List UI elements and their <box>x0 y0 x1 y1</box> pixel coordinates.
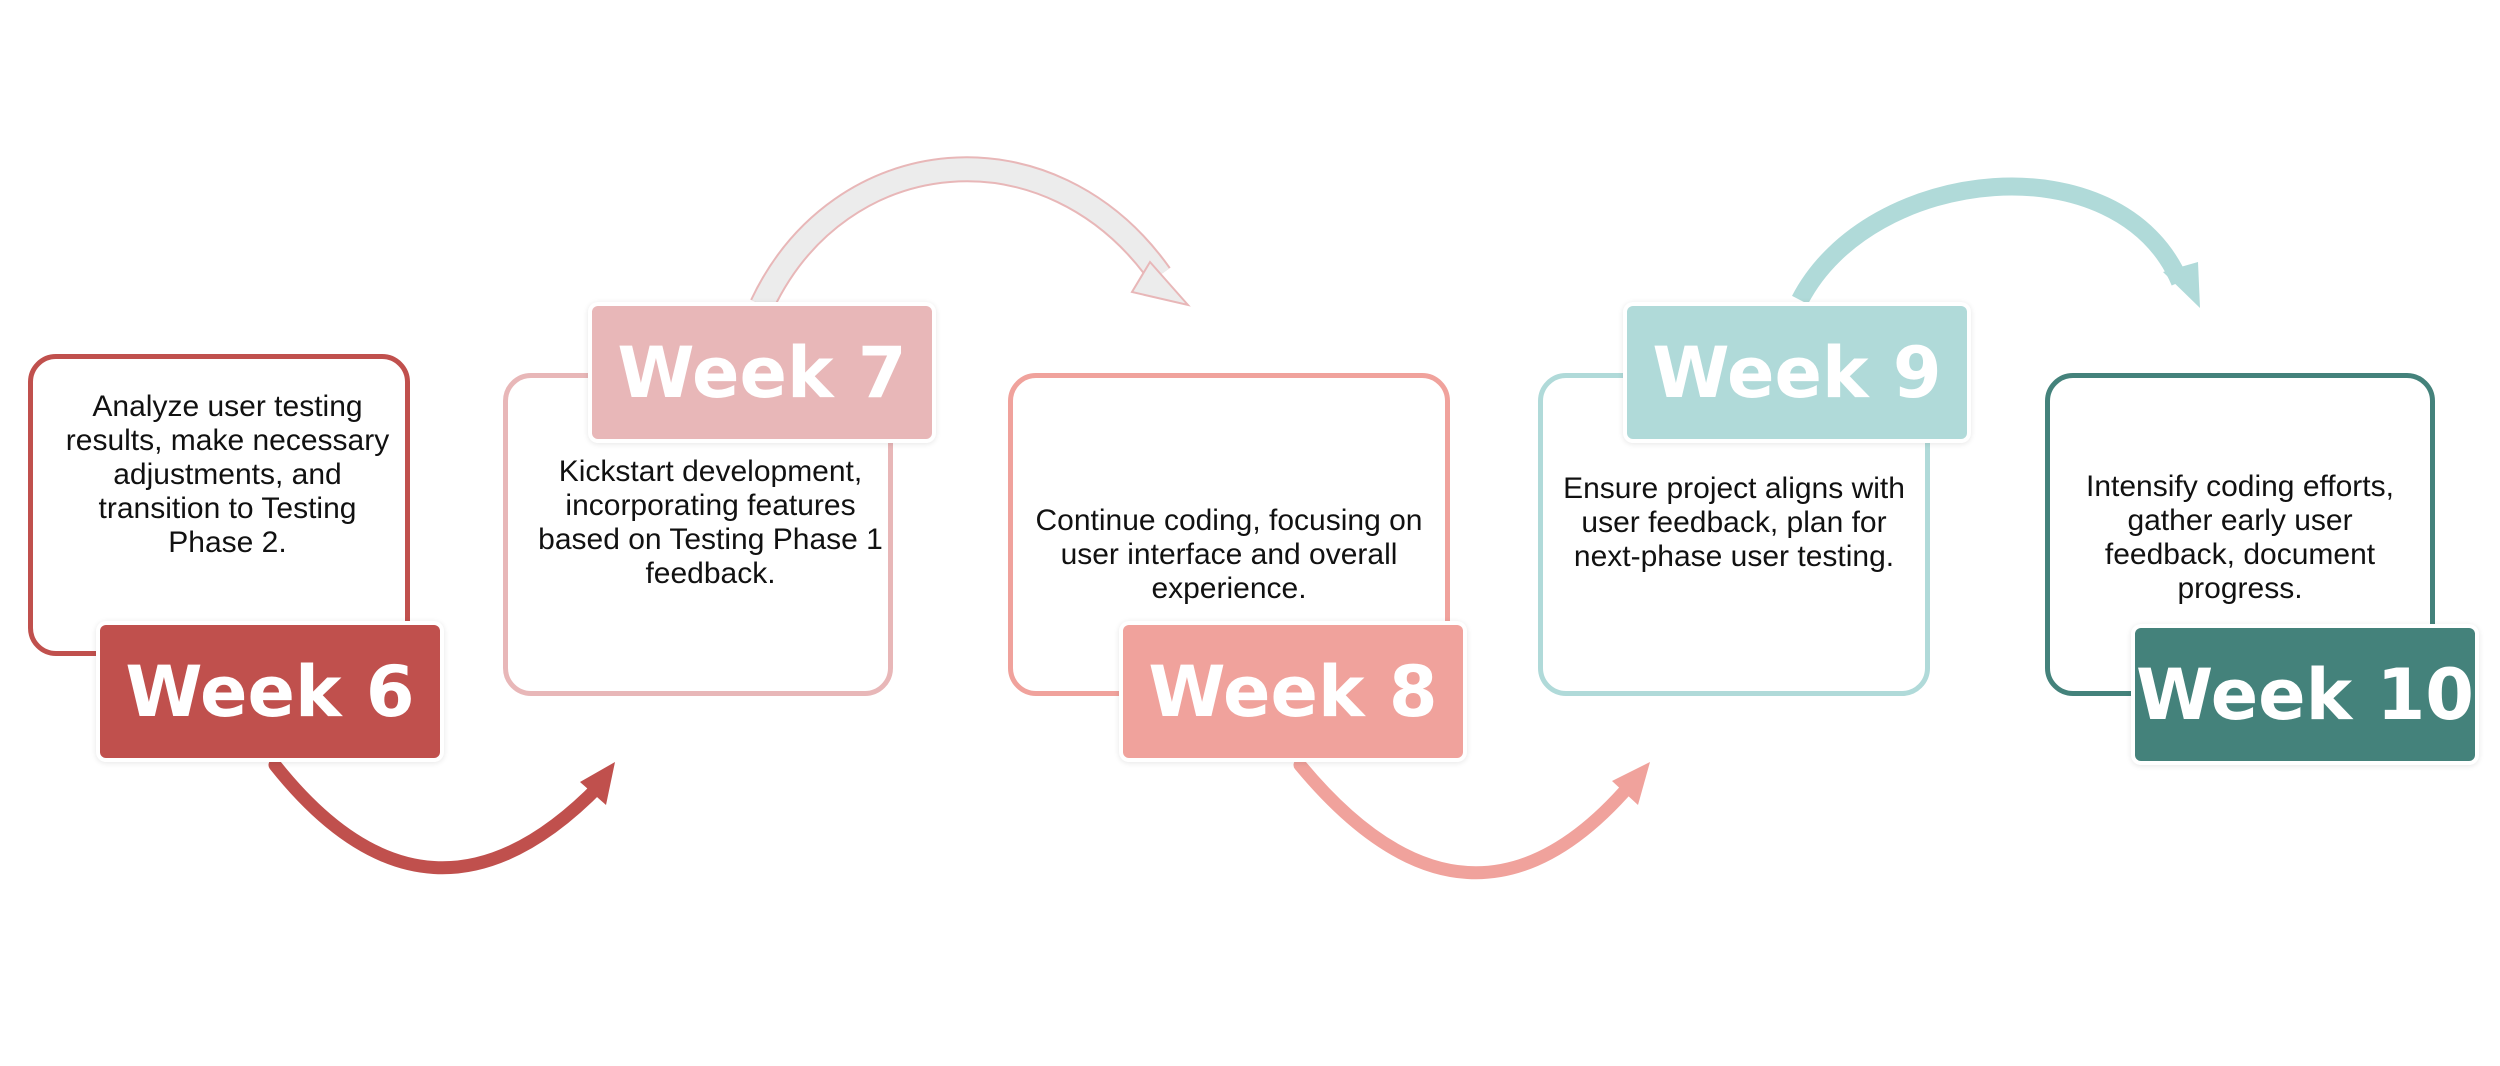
step-week9-description: Ensure project aligns with user feedback… <box>1563 471 1905 573</box>
arrow-week9-to-week10 <box>1792 177 2200 308</box>
step-week7-description: Kickstart development, incorporating fea… <box>538 454 883 590</box>
arrow-week6-to-week7 <box>268 758 615 875</box>
step-week8-description: Continue coding, focusing on user interf… <box>1035 504 1423 605</box>
step-week9-label: Week 9 <box>1627 306 1967 439</box>
step-week6-description: Analyze user testing results, make neces… <box>65 390 390 559</box>
arrow-week7-to-week8 <box>750 156 1191 311</box>
step-week10-description: Intensify coding efforts, gather early u… <box>2086 469 2394 605</box>
step-week6-label: Week 6 <box>100 625 440 758</box>
step-week10-label: Week 10 <box>2135 628 2475 761</box>
step-week7-label: Week 7 <box>592 306 932 439</box>
step-week8-label: Week 8 <box>1123 625 1463 758</box>
step-week6-box <box>28 354 410 656</box>
arrow-week8-to-week9 <box>1293 758 1650 880</box>
